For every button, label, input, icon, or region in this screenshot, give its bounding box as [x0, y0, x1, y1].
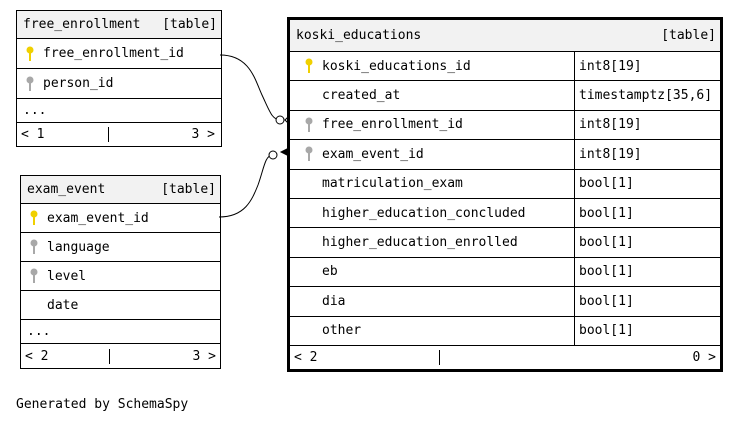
- table-kind: [table]: [162, 17, 217, 32]
- parents-count[interactable]: < 2: [290, 349, 440, 365]
- more-columns: ...: [21, 320, 220, 344]
- column-name: level: [47, 268, 87, 284]
- crow-foot-marker: [279, 147, 290, 157]
- column-type: int8[19]: [579, 146, 642, 162]
- column-row: free_enrollment_id: [17, 39, 221, 69]
- column-name: matriculation_exam: [322, 176, 463, 192]
- column-row: eb bool[1]: [290, 257, 720, 288]
- table-header: free_enrollment [table]: [17, 11, 221, 39]
- column-row: date: [21, 291, 220, 320]
- parents-count[interactable]: < 1: [17, 127, 109, 142]
- primary-key-icon: [21, 210, 47, 226]
- column-row: level: [21, 262, 220, 291]
- table-exam-event[interactable]: exam_event [table] exam_event_id languag…: [20, 175, 221, 369]
- column-name: eb: [322, 264, 338, 280]
- column-name: higher_education_enrolled: [322, 235, 518, 251]
- column-name: exam_event_id: [322, 146, 424, 162]
- foreign-key-icon: [21, 239, 47, 255]
- foreign-key-icon: [296, 117, 322, 133]
- foreign-key-icon: [17, 76, 43, 92]
- children-count[interactable]: 0 >: [692, 349, 716, 365]
- children-count[interactable]: 3 >: [191, 127, 215, 142]
- children-count[interactable]: 3 >: [192, 348, 216, 364]
- zero-cardinality-marker: [275, 115, 285, 125]
- table-name: free_enrollment: [23, 17, 141, 32]
- ellipsis: ...: [27, 324, 51, 339]
- column-type: int8[19]: [579, 58, 642, 74]
- relationship-exam-event: [218, 154, 273, 218]
- column-row: higher_education_concluded bool[1]: [290, 198, 720, 229]
- table-footer: < 2 3 >: [21, 344, 220, 368]
- column-name: higher_education_concluded: [322, 205, 526, 221]
- column-row: koski_educations_id int8[19]: [290, 52, 720, 82]
- table-name: exam_event: [27, 182, 106, 197]
- generator-credit: Generated by SchemaSpy: [16, 397, 189, 412]
- column-row: exam_event_id: [21, 204, 220, 233]
- column-row: dia bool[1]: [290, 287, 720, 317]
- column-row: created_at timestamptz[35,6]: [290, 81, 720, 111]
- column-row: person_id: [17, 69, 221, 99]
- column-row: free_enrollment_id int8[19]: [290, 110, 720, 141]
- column-name: language: [47, 239, 110, 255]
- column-name: date: [47, 297, 79, 313]
- table-footer: < 2 0 >: [290, 346, 720, 369]
- column-type: timestamptz[35,6]: [579, 88, 713, 104]
- parents-count[interactable]: < 2: [21, 348, 110, 364]
- table-header: koski_educations [table]: [290, 20, 720, 52]
- column-name: dia: [322, 293, 346, 309]
- column-name: created_at: [322, 88, 401, 104]
- column-type: bool[1]: [579, 205, 634, 221]
- column-name: person_id: [43, 76, 114, 91]
- table-free-enrollment[interactable]: free_enrollment [table] free_enrollment_…: [16, 10, 222, 147]
- column-name: free_enrollment_id: [322, 117, 463, 133]
- column-row: language: [21, 233, 220, 262]
- column-row: exam_event_id int8[19]: [290, 140, 720, 170]
- column-type: bool[1]: [579, 264, 634, 280]
- table-footer: < 1 3 >: [17, 123, 221, 146]
- column-name: free_enrollment_id: [43, 46, 184, 61]
- ellipsis: ...: [23, 103, 47, 118]
- column-name: koski_educations_id: [322, 58, 471, 74]
- primary-key-icon: [296, 58, 322, 74]
- table-koski-educations[interactable]: koski_educations [table] koski_education…: [287, 17, 723, 372]
- more-columns: ...: [17, 99, 221, 123]
- table-kind: [table]: [161, 182, 216, 197]
- foreign-key-icon: [296, 146, 322, 162]
- table-kind: [table]: [661, 28, 716, 43]
- column-type: bool[1]: [579, 323, 634, 339]
- column-type: bool[1]: [579, 235, 634, 251]
- column-type: int8[19]: [579, 117, 642, 133]
- column-row: other bool[1]: [290, 316, 720, 346]
- table-name: koski_educations: [296, 28, 422, 43]
- foreign-key-icon: [21, 268, 47, 284]
- column-name: exam_event_id: [47, 210, 149, 226]
- relationship-free-enrollment: [219, 54, 282, 121]
- column-name: other: [322, 323, 362, 339]
- column-type: bool[1]: [579, 293, 634, 309]
- zero-cardinality-marker: [268, 150, 278, 160]
- crow-foot-marker: [284, 115, 290, 125]
- primary-key-icon: [17, 46, 43, 62]
- table-header: exam_event [table]: [21, 176, 220, 204]
- column-type: bool[1]: [579, 176, 634, 192]
- column-row: higher_education_enrolled bool[1]: [290, 228, 720, 258]
- column-row: matriculation_exam bool[1]: [290, 169, 720, 199]
